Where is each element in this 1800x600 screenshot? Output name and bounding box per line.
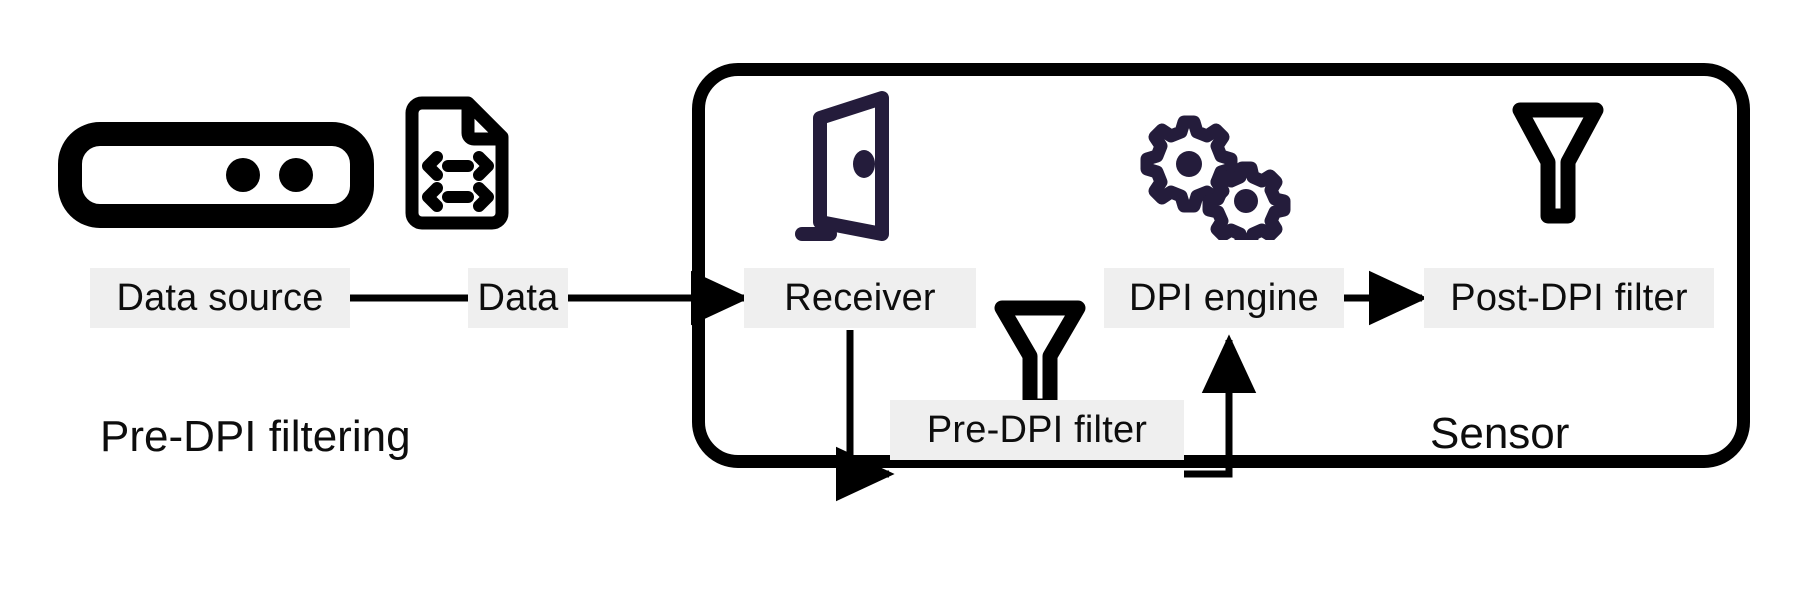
node-label-post-dpi-filter: Post-DPI filter [1424,268,1714,328]
open-door-icon [795,91,889,241]
section-caption-pre-dpi-filtering: Pre-DPI filtering [100,412,411,461]
gears-icon [1140,115,1291,240]
node-label-receiver: Receiver [744,268,976,328]
node-label-data-source: Data source [90,268,350,328]
node-label-data: Data [468,268,568,328]
server-icon [58,122,374,228]
connector-pre-dpi-filter-to-dpi-engine [1184,334,1257,478]
node-label-pre-dpi-filter: Pre-DPI filter [890,400,1184,460]
section-caption-sensor: Sensor [1430,409,1570,458]
connector-receiver-to-pre-dpi-filter [835,330,895,502]
data-file-icon [405,96,509,230]
funnel-icon [1512,102,1604,224]
node-label-dpi-engine: DPI engine [1104,268,1344,328]
